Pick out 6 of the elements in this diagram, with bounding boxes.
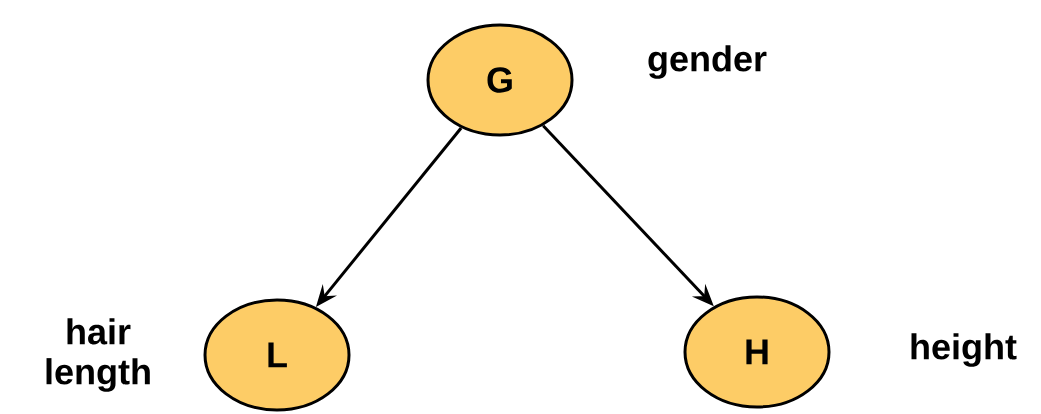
node-caption: height — [911, 333, 1017, 367]
ellipse-node: H — [683, 295, 831, 409]
node-caption: gender — [648, 45, 767, 79]
ellipse-node: L — [203, 298, 351, 412]
ellipse-node: G — [426, 23, 574, 137]
node-caption: hair length — [46, 318, 150, 392]
